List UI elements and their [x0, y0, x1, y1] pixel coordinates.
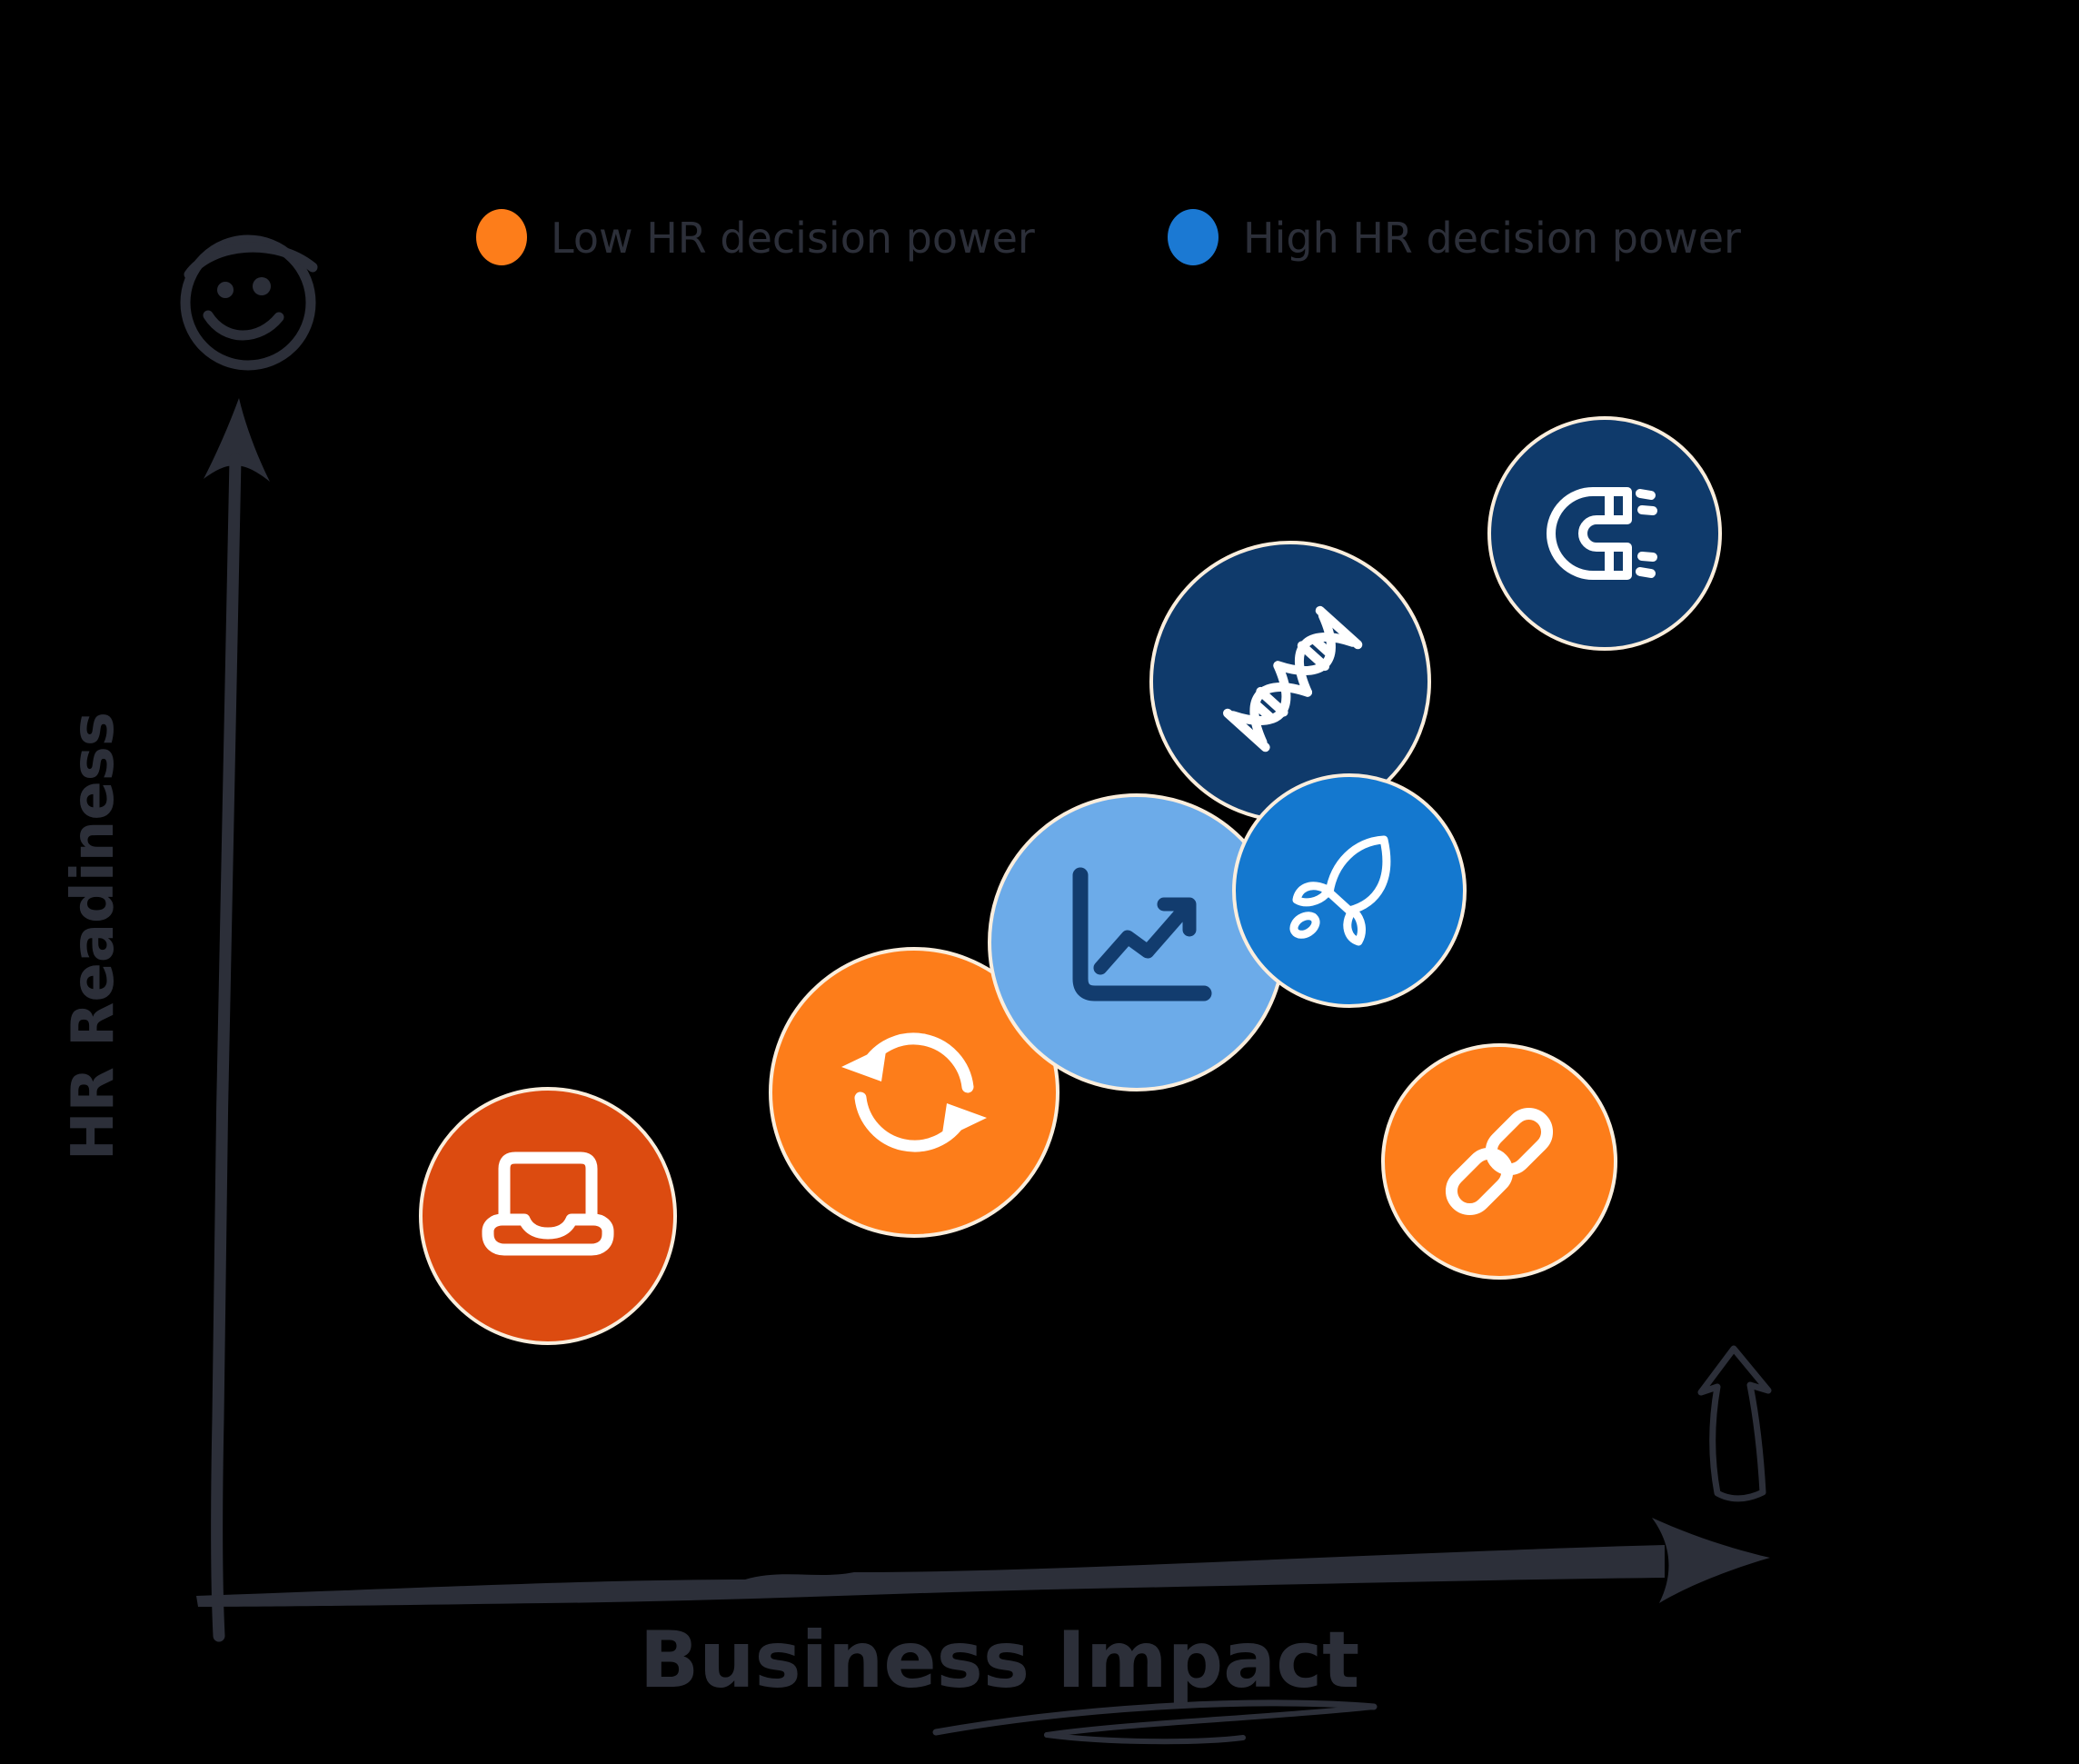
bubble-magnet-circle	[1487, 416, 1722, 651]
y-axis-line	[211, 453, 242, 1642]
magnet-icon	[1547, 487, 1657, 580]
underline-squiggle	[932, 1699, 1378, 1745]
growth-chart-icon	[1072, 867, 1212, 1002]
y-axis: HR Readiness	[60, 398, 270, 1642]
y-axis-label: HR Readiness	[60, 712, 127, 1161]
sync-icon	[841, 1032, 987, 1152]
bubble-laptop	[419, 1087, 677, 1345]
x-axis: Business Impact	[196, 1518, 1770, 1745]
rocket-icon	[1289, 835, 1391, 946]
x-axis-label: Business Impact	[640, 1615, 1360, 1706]
legend-label-low: Low HR decision power	[551, 214, 1035, 263]
legend-dot-orange-icon	[476, 209, 527, 265]
bubble-dna	[1149, 541, 1431, 822]
legend-dot-blue-icon	[1168, 209, 1219, 265]
x-axis-right-arrow	[1652, 1518, 1770, 1603]
bubble-growth-chart	[988, 793, 1286, 1091]
smiley-face-icon	[180, 234, 318, 371]
legend: Low HR decision power High HR decision p…	[476, 209, 1741, 265]
link-icon	[1445, 1107, 1554, 1216]
x-axis-line	[196, 1545, 1665, 1607]
bubble-laptop-circle	[419, 1087, 677, 1345]
dna-icon	[1223, 605, 1363, 752]
bubble-rocket	[1232, 773, 1467, 1008]
bubble-link	[1381, 1043, 1617, 1280]
bubble-magnet	[1487, 416, 1722, 651]
laptop-icon	[482, 1151, 614, 1256]
bubble-sync-circle	[769, 947, 1059, 1238]
bubble-rocket-circle	[1232, 773, 1467, 1008]
bubble-sync	[769, 947, 1059, 1238]
legend-label-high: High HR decision power	[1243, 214, 1741, 263]
hand-drawn-up-arrow-icon	[1697, 1345, 1772, 1502]
bubble-dna-circle	[1149, 541, 1431, 822]
y-axis-up-arrow	[204, 398, 270, 482]
